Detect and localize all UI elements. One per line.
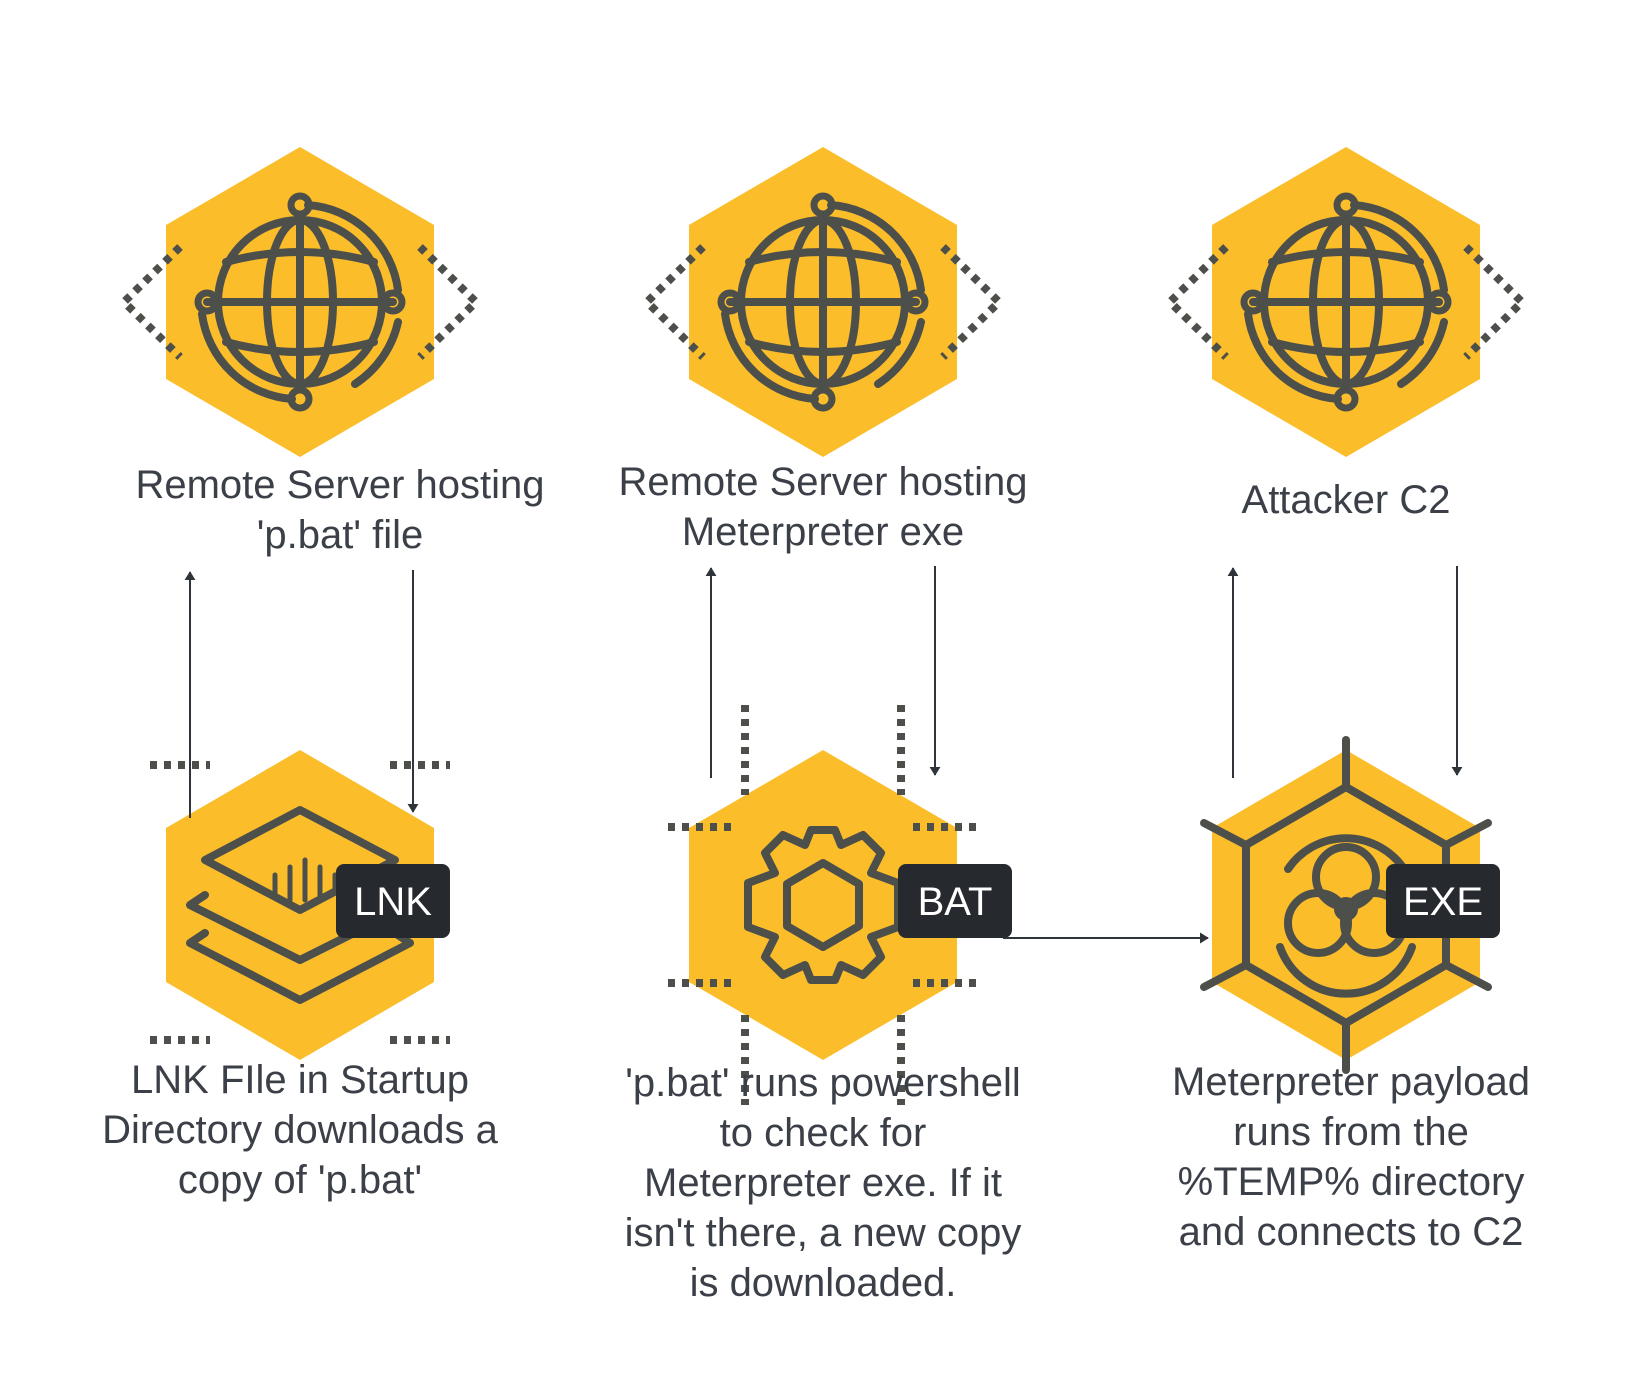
lnk-badge: LNK bbox=[336, 864, 450, 938]
right-dotted-bracket bbox=[940, 244, 1005, 360]
exe-badge-text: EXE bbox=[1403, 880, 1483, 924]
gear-hexagon-icon bbox=[744, 826, 902, 984]
label-server-meterpreter: Remote Server hosting Meterpreter exe bbox=[618, 460, 1028, 554]
left-dotted-bracket bbox=[118, 244, 183, 360]
bat-file-hexagon bbox=[689, 750, 957, 1060]
label-lnk-file: LNK FIle in Startup Directory downloads … bbox=[102, 1058, 498, 1202]
right-dotted-bracket bbox=[1463, 244, 1528, 360]
lnk-file-hexagon bbox=[166, 750, 434, 1060]
label-exe-file: Meterpreter payload runs from the %TEMP%… bbox=[1172, 1060, 1530, 1254]
globe-network-icon bbox=[717, 192, 929, 412]
right-dotted-bracket bbox=[417, 244, 482, 360]
exe-badge: EXE bbox=[1386, 864, 1500, 938]
label-bat-file: 'p.bat' runs powershell to check for Met… bbox=[624, 1061, 1022, 1305]
lnk-badge-text: LNK bbox=[354, 880, 432, 924]
left-dotted-bracket bbox=[1164, 244, 1229, 360]
label-attacker-c2: Attacker C2 bbox=[1241, 478, 1451, 522]
globe-network-icon bbox=[194, 192, 406, 412]
exe-file-node bbox=[1200, 736, 1492, 1074]
attacker-c2-node bbox=[1164, 147, 1528, 457]
bat-file-node bbox=[668, 705, 978, 1105]
globe-network-icon bbox=[1240, 192, 1452, 412]
bat-badge-text: BAT bbox=[918, 880, 993, 924]
label-server-pbat: Remote Server hosting 'p.bat' file bbox=[135, 463, 545, 557]
server-meterpreter-node bbox=[641, 147, 1005, 457]
server-pbat-node bbox=[118, 147, 482, 457]
left-dotted-bracket bbox=[641, 244, 706, 360]
bat-badge: BAT bbox=[898, 864, 1012, 938]
